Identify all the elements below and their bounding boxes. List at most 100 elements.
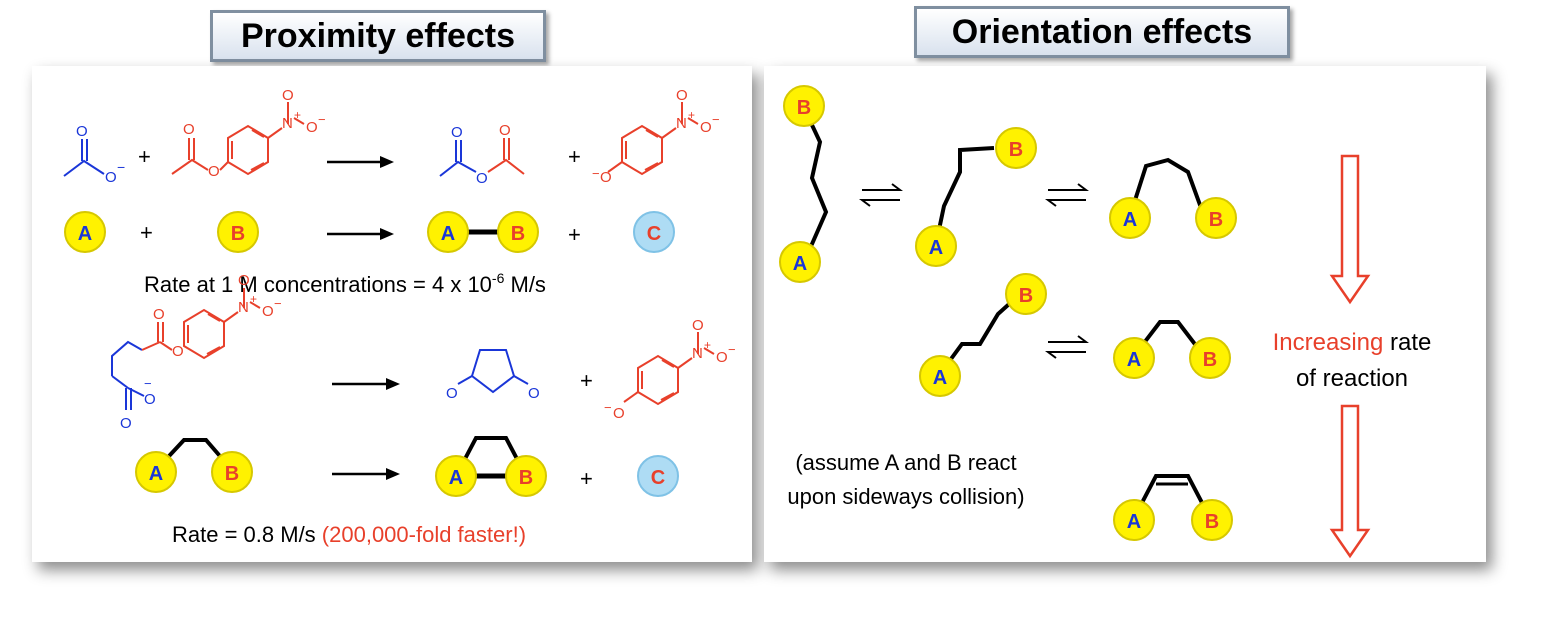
ball-b-row2: B bbox=[217, 211, 259, 253]
rate-2-text: Rate = 0.8 M/s (200,000-fold faster!) bbox=[172, 522, 526, 547]
of-reaction-label: of reaction bbox=[1296, 365, 1408, 392]
ester-nitro-plus: + bbox=[250, 292, 257, 306]
plus-sign-4: + bbox=[568, 222, 581, 247]
equilibrium-arrows-2 bbox=[1045, 183, 1089, 207]
plus-sign-2: + bbox=[568, 144, 581, 169]
succinate-ester-molecule bbox=[111, 288, 261, 410]
nitrophenolate-molecule-1 bbox=[607, 102, 699, 176]
conformer-extended: B A bbox=[779, 85, 829, 283]
phenolate-n-1: N bbox=[676, 115, 687, 132]
acetate-molecule bbox=[63, 139, 105, 177]
phenolate-o-top-2: O bbox=[692, 317, 704, 334]
svg-text:A: A bbox=[933, 367, 947, 389]
phenolate-o-minus-2: O bbox=[716, 349, 728, 366]
carboxylate-minus: − bbox=[144, 376, 152, 391]
phenolate-minus-charge-2: − bbox=[728, 342, 736, 357]
svg-text:B: B bbox=[511, 223, 525, 245]
phenolate-n-plus-2: + bbox=[704, 338, 711, 352]
proximity-title-text: Proximity effects bbox=[241, 16, 515, 55]
phenolate-o-minus-1: O bbox=[700, 119, 712, 136]
svg-text:A: A bbox=[149, 463, 163, 485]
cyclized-a-b: A B bbox=[435, 436, 547, 497]
ester-o-carbonyl: O bbox=[153, 306, 165, 323]
proximity-diagram: O O − + O O N + O O − bbox=[63, 87, 736, 547]
phenolate-minus-1: − bbox=[592, 166, 600, 181]
nitro-n-plus: + bbox=[294, 108, 301, 122]
increasing-rate-label: Increasing rate bbox=[1273, 329, 1432, 356]
nitro-n: N bbox=[282, 115, 293, 132]
anhydride-o2: O bbox=[499, 122, 511, 139]
anhydride-o1: O bbox=[451, 124, 463, 141]
equilibrium-arrows-1 bbox=[859, 183, 903, 207]
anhydride-ring-o1: O bbox=[446, 385, 458, 402]
carboxylate-o1: O bbox=[120, 415, 132, 432]
ester-o-bridge: O bbox=[208, 163, 220, 180]
svg-text:B: B bbox=[1205, 511, 1219, 533]
ester-o-bridge-2: O bbox=[172, 343, 184, 360]
svg-text:B: B bbox=[225, 463, 239, 485]
conformer-short-closed: A B bbox=[1113, 320, 1231, 379]
svg-text:A: A bbox=[793, 253, 807, 275]
nitro-minus-charge: − bbox=[318, 112, 326, 127]
svg-text:B: B bbox=[1209, 209, 1223, 231]
svg-text:B: B bbox=[1009, 139, 1023, 161]
phenolate-minus-2: − bbox=[604, 400, 612, 415]
svg-text:A: A bbox=[1127, 349, 1141, 371]
plus-sign-3: + bbox=[140, 220, 153, 245]
reaction-arrow-4 bbox=[332, 468, 400, 480]
svg-text:A: A bbox=[441, 223, 455, 245]
nitro-o-minus: O bbox=[306, 119, 318, 136]
phenolate-n-2: N bbox=[692, 345, 703, 362]
orientation-panel: B A B A A B bbox=[764, 66, 1486, 562]
svg-text:C: C bbox=[651, 467, 665, 489]
svg-text:A: A bbox=[449, 467, 463, 489]
product-a-b: A B bbox=[427, 211, 539, 253]
anhydride-ring-o2: O bbox=[528, 385, 540, 402]
anhydride-molecule bbox=[439, 138, 525, 177]
svg-text:B: B bbox=[519, 467, 533, 489]
phenolate-o-2: O bbox=[613, 405, 625, 422]
increasing-rate-arrow-bottom bbox=[1329, 404, 1371, 559]
reaction-arrow-3 bbox=[332, 378, 400, 390]
acetate-minus-charge: − bbox=[117, 159, 125, 175]
svg-text:B: B bbox=[1203, 349, 1217, 371]
increasing-rate-arrow-top bbox=[1329, 154, 1371, 305]
tethered-a-b: A B bbox=[135, 438, 253, 493]
ball-c-row4: C bbox=[637, 455, 679, 497]
ester-nitro-minus-charge: − bbox=[274, 296, 282, 311]
proximity-panel: O O − + O O N + O O − bbox=[32, 66, 752, 562]
equilibrium-arrows-3 bbox=[1045, 335, 1089, 359]
phenolate-minus-charge-1: − bbox=[712, 112, 720, 127]
nitro-o-top: O bbox=[282, 87, 294, 104]
ester-nitro-n: N bbox=[238, 299, 249, 316]
conformer-bent: B A bbox=[915, 127, 1037, 267]
orientation-title-text: Orientation effects bbox=[951, 12, 1253, 51]
succinic-anhydride-molecule bbox=[457, 349, 529, 394]
plus-sign-1: + bbox=[138, 144, 151, 169]
ester-nitro-o-top: O bbox=[238, 272, 250, 289]
plus-sign-6: + bbox=[580, 466, 593, 491]
svg-text:B: B bbox=[1019, 285, 1033, 307]
svg-text:B: B bbox=[797, 97, 811, 119]
svg-text:A: A bbox=[78, 223, 92, 245]
conformer-cis-alkene: A B bbox=[1113, 474, 1233, 541]
ester-nitro-o-minus: O bbox=[262, 303, 274, 320]
note-line-1: (assume A and B react bbox=[795, 450, 1016, 475]
orientation-diagram: B A B A A B bbox=[779, 85, 1432, 559]
reaction-arrow-1 bbox=[327, 156, 394, 168]
phenolate-o-top-1: O bbox=[676, 87, 688, 104]
nitrophenyl-acetate-molecule bbox=[171, 102, 305, 176]
plus-sign-5: + bbox=[580, 368, 593, 393]
svg-text:A: A bbox=[1123, 209, 1137, 231]
conformer-short-open: A B bbox=[919, 273, 1047, 397]
anhydride-o-bridge: O bbox=[476, 170, 488, 187]
orientation-title: Orientation effects bbox=[914, 6, 1290, 58]
conformer-curled: A B bbox=[1109, 157, 1237, 239]
phenolate-o-1: O bbox=[600, 169, 612, 186]
rate-1-text: Rate at 1 M concentrations = 4 x 10-6 M/… bbox=[144, 270, 546, 297]
ball-c-row2: C bbox=[633, 211, 675, 253]
svg-text:A: A bbox=[1127, 511, 1141, 533]
ester-o-top: O bbox=[183, 121, 195, 138]
note-line-2: upon sideways collision) bbox=[787, 484, 1024, 509]
carboxylate-o2: O bbox=[144, 391, 156, 408]
